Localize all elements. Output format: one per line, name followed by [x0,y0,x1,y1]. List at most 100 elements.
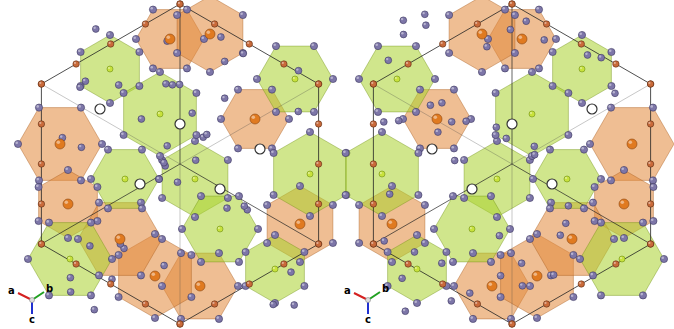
atom-highlight [536,7,539,10]
anion-atom [649,104,656,111]
edge-atom [246,41,252,47]
atom-highlight [563,221,565,223]
edge-atom [108,41,114,47]
anion-atom [161,159,168,166]
atom-highlight [371,82,373,84]
anion-atom [578,99,585,106]
edge-atom [370,81,376,87]
atom-highlight [470,227,472,229]
anion-atom [270,191,277,198]
atom-highlight [193,177,195,179]
anion-atom [82,78,89,85]
anion-atom [549,48,556,55]
anion-atom [92,26,99,33]
atom-highlight [121,132,124,135]
anion-atom [115,251,122,258]
atom-highlight [107,100,110,103]
atom-highlight [413,109,416,112]
anion-atom [463,118,470,125]
anion-atom [411,249,418,256]
atom-highlight [439,261,441,263]
atom-highlight [532,144,534,146]
anion-atom [493,213,500,220]
atom-highlight [36,105,39,108]
cation-atom [532,271,542,281]
polyhedron [124,72,197,156]
atom-highlight [590,273,593,276]
atom-highlight [133,36,136,39]
anion-atom [67,274,74,281]
anion-atom [607,177,614,184]
atom-highlight [96,273,99,276]
anion-atom [507,250,514,257]
atom-highlight [92,307,94,309]
unit-cell [373,4,650,324]
atom-highlight [464,119,466,121]
channel [255,144,265,154]
atom-highlight [581,147,584,150]
anion-atom [449,193,456,200]
cation-atom [517,34,527,44]
atom-highlight [296,68,298,70]
atom-highlight [218,116,221,119]
atom-highlight [207,31,211,35]
anion-atom [14,140,21,147]
anion-atom [423,22,430,29]
anion-atom [446,49,453,56]
anion-atom [384,248,391,255]
anion-atom [158,235,165,242]
atom-highlight [316,242,318,244]
atom-highlight [138,273,141,276]
atom-highlight [308,172,310,174]
channel [467,184,477,194]
anion-atom [271,231,278,238]
atom-highlight [175,50,178,53]
anion-atom [386,191,393,198]
atom-highlight [396,118,398,120]
anion-atom [438,260,445,267]
anion-atom [660,255,667,262]
anion-atom [461,156,468,163]
polyhedron [533,150,601,209]
anion-atom [106,31,113,38]
atom-highlight [109,282,111,284]
atom-highlight [105,147,108,150]
atom-highlight [621,235,624,238]
atom-highlight [512,12,515,15]
channel [507,119,517,129]
atom-highlight [494,125,496,127]
unit-cell [41,4,318,324]
atom-highlight [608,105,611,108]
atom-highlight [109,42,111,44]
anion-atom [95,272,102,279]
cation-atom [627,139,637,149]
anion-atom [163,80,170,87]
atom-highlight [123,177,125,179]
anion-atom [356,239,363,246]
anion-atom [461,194,468,201]
anion-atom [174,11,181,18]
atom-highlight [162,160,164,162]
atom-highlight [297,221,301,225]
anion-atom [565,131,572,138]
atom-highlight [648,242,650,244]
polyhedron [274,132,347,216]
anion-atom [610,235,617,242]
channel [547,179,557,189]
anion-atom [597,219,604,226]
anion-atom [578,31,585,38]
atom-highlight [620,257,622,259]
edge-atom [38,201,44,207]
atom-highlight [152,231,155,234]
axis-label: c [29,315,35,325]
atom-highlight [316,82,318,84]
edge-atom [38,241,44,247]
anion-atom [77,104,84,111]
atom-highlight [592,184,595,187]
atom-highlight [371,242,373,244]
anion-atom [565,89,572,96]
edge-atom [211,21,217,27]
anion-atom [549,82,556,89]
atom-highlight [508,251,511,254]
